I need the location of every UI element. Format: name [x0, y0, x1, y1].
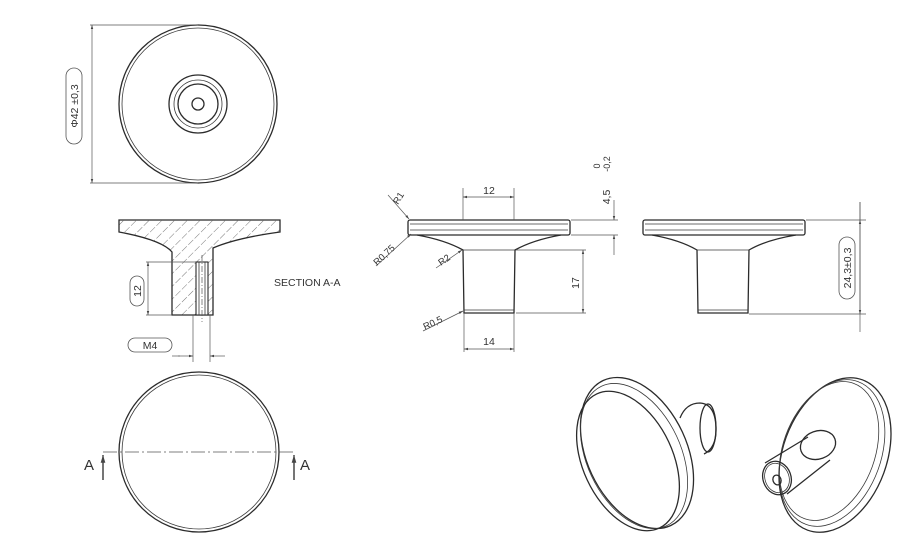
isometric-view-back	[761, 377, 892, 533]
side-view-cap	[642, 219, 806, 236]
side-view-stem	[651, 234, 797, 314]
cut-label-left: A	[84, 457, 94, 474]
stem-length-label: 17	[570, 277, 582, 289]
top-view: Φ42 ±0,3	[65, 24, 278, 184]
isometric-view-front	[575, 376, 717, 532]
top-view-outer-circle	[118, 24, 278, 184]
top-view-stem-circle	[177, 83, 219, 125]
cut-label-right: A	[300, 457, 310, 474]
diameter-dimension-label: Φ42 ±0,3	[69, 84, 81, 127]
section-view: 12 M4	[118, 219, 281, 362]
section-outline	[118, 219, 281, 316]
front-view-cap	[407, 219, 571, 236]
overall-height-label: 24,3±0,3	[842, 247, 854, 288]
radius-r075-label: R0,75	[372, 243, 398, 268]
cap-thickness-label: 4,5	[601, 190, 613, 205]
front-view-stem	[416, 234, 562, 314]
radius-r1-label: R1	[391, 190, 407, 206]
front-view: 12 17 14 4,5 0 -0,2 R1 R0,75 R2 R0,5	[372, 156, 618, 352]
cap-tolerance-upper: 0	[592, 163, 602, 168]
side-view: 24,3±0,3	[642, 202, 866, 332]
top-view-hub-circle	[168, 74, 228, 134]
thread-label: M4	[143, 340, 158, 352]
cap-tolerance-lower: -0,2	[602, 156, 612, 172]
top-width-label: 12	[483, 185, 495, 197]
radius-r05-label: R0,5	[422, 314, 445, 332]
bore-depth-label: 12	[132, 285, 144, 297]
bottom-view: A A	[84, 371, 310, 533]
section-title: SECTION A-A	[274, 277, 341, 289]
top-view-bore-circle	[191, 97, 205, 111]
top-view-hub-inner-circle	[173, 79, 223, 129]
base-width-label: 14	[483, 336, 495, 348]
top-view-chamfer-circle	[121, 27, 275, 181]
